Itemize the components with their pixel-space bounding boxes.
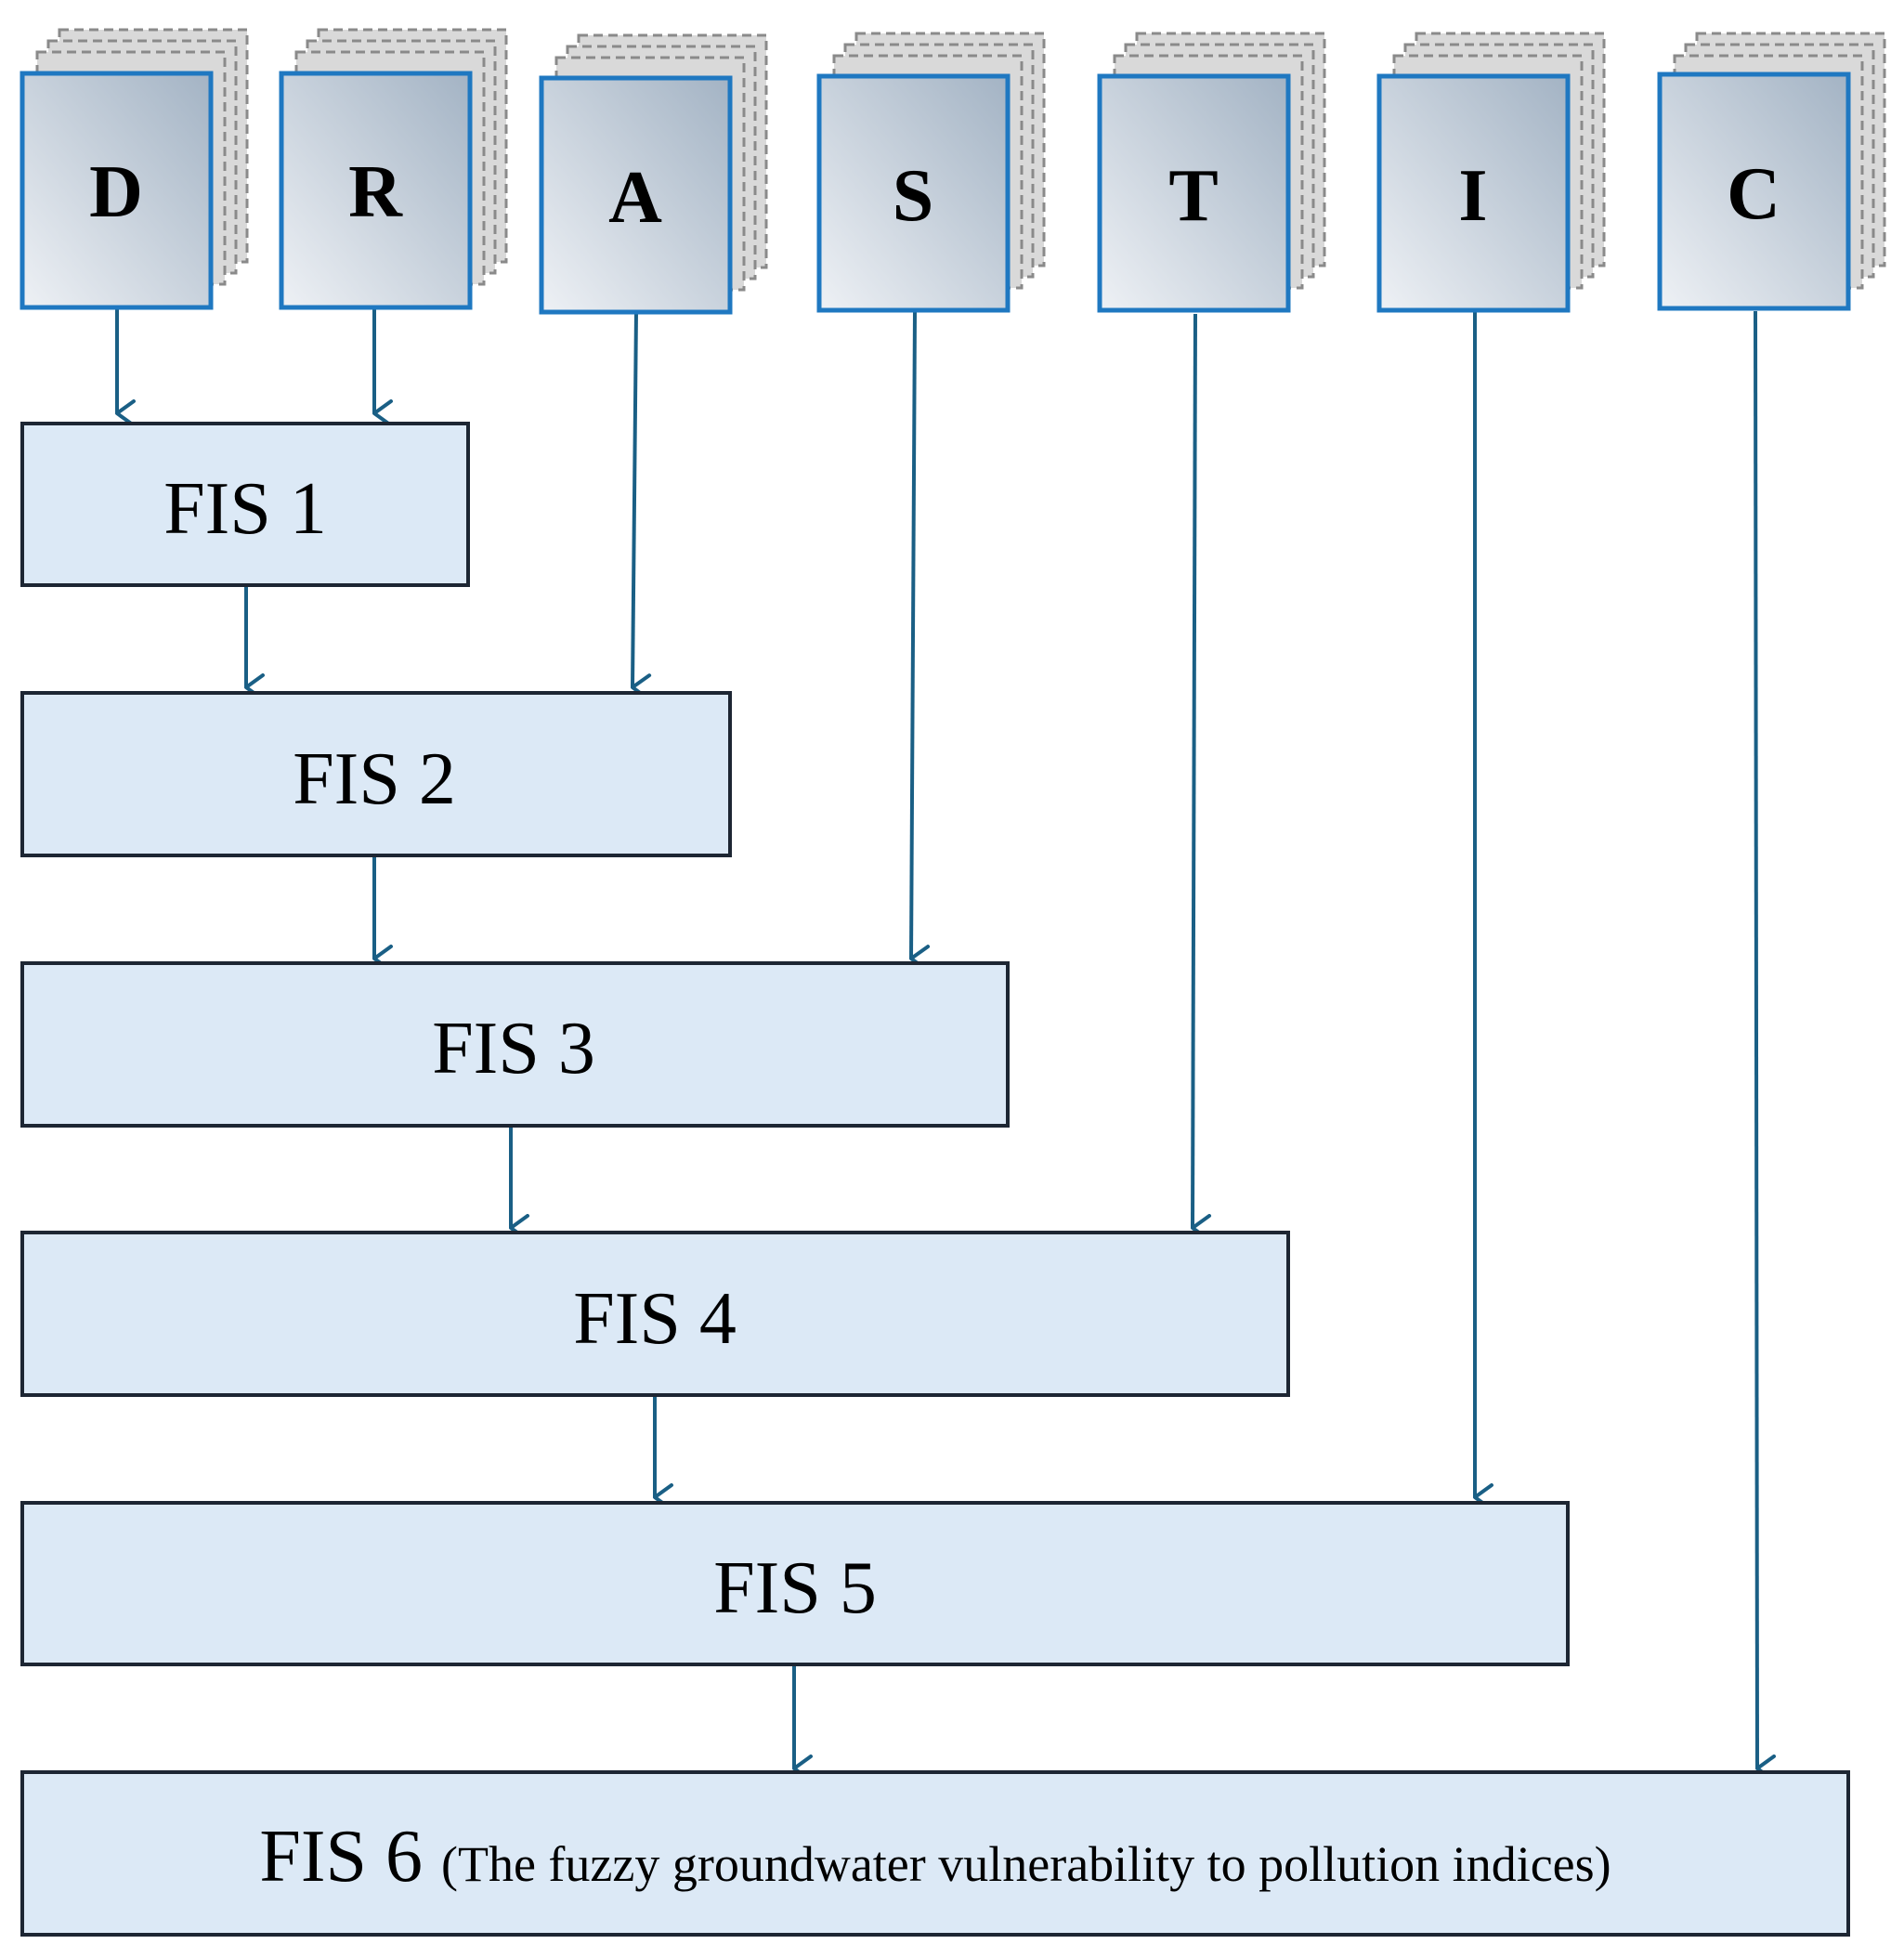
edge-a-to-fis2	[631, 310, 652, 702]
input-layer-i: I	[1376, 32, 1606, 313]
input-letter-d: D	[89, 151, 143, 233]
input-box	[20, 71, 214, 310]
fis-4-label: FIS 4	[573, 1278, 737, 1360]
fis-6-label: FIS 6	[259, 1816, 423, 1898]
fis-6-description: (The fuzzy groundwater vulnerability to …	[441, 1836, 1611, 1892]
edge-t-to-fis4	[1191, 313, 1212, 1243]
svg-text:FIS 6 (The fuzzy groundwater v: FIS 6 (The fuzzy groundwater vulnerabili…	[259, 1816, 1611, 1898]
input-box	[1376, 73, 1571, 313]
input-layer-d: D	[20, 28, 249, 310]
input-letter-c: C	[1727, 153, 1780, 235]
input-layer-a: A	[539, 33, 768, 315]
input-box	[539, 75, 733, 315]
input-box	[816, 73, 1011, 313]
fis-5-box: FIS 5	[20, 1501, 1570, 1666]
input-layer-t: T	[1097, 32, 1326, 313]
fis-5-label: FIS 5	[713, 1547, 877, 1629]
input-letter-r: R	[348, 151, 403, 233]
input-layer-s: S	[816, 32, 1046, 313]
input-letter-t: T	[1168, 155, 1218, 237]
input-layer-c: C	[1657, 32, 1886, 311]
fis-6-box: FIS 6 (The fuzzy groundwater vulnerabili…	[20, 1770, 1850, 1937]
edge-c-to-fis6	[1754, 310, 1777, 1782]
fis-3-box: FIS 3	[20, 961, 1010, 1128]
fis-2-label: FIS 2	[293, 738, 456, 820]
fis-3-label: FIS 3	[432, 1008, 595, 1089]
input-letter-a: A	[608, 157, 662, 239]
connections	[115, 307, 1777, 1782]
fis-1-box: FIS 1	[20, 422, 470, 587]
input-layer-r: R	[279, 28, 508, 310]
input-box	[1097, 73, 1291, 313]
fis-2-box: FIS 2	[20, 691, 732, 857]
input-box	[279, 71, 473, 310]
fis-1-label: FIS 1	[163, 468, 327, 550]
fis-4-box: FIS 4	[20, 1231, 1290, 1397]
input-letter-i: I	[1458, 155, 1487, 237]
input-box	[1657, 72, 1851, 311]
input-letter-s: S	[893, 155, 934, 237]
edge-s-to-fis3	[909, 310, 931, 973]
